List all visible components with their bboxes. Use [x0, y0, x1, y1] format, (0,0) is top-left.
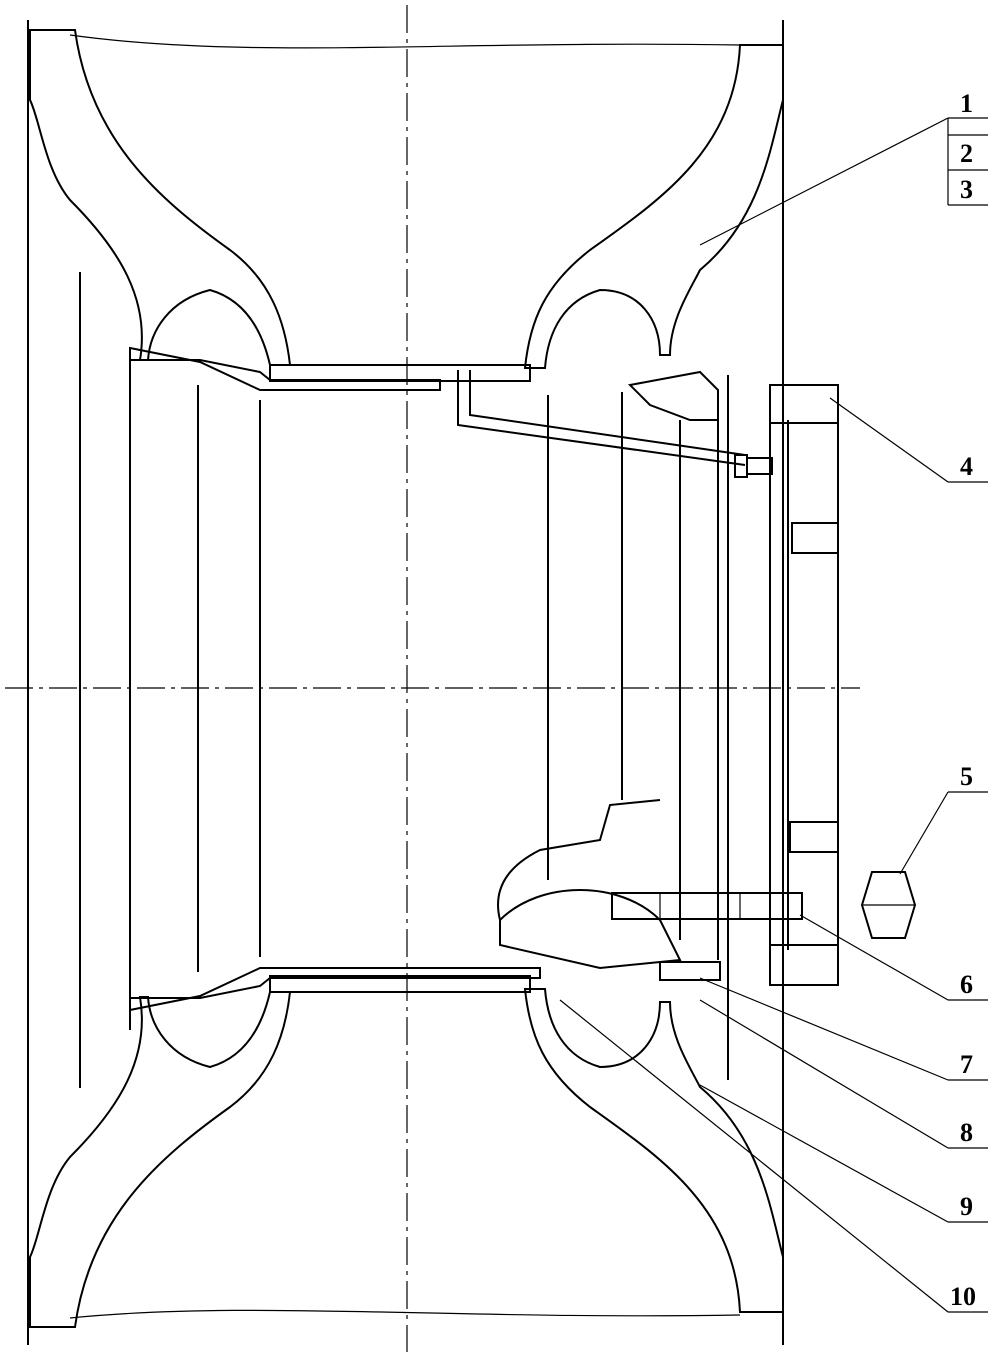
part-label-6: 6 — [960, 970, 973, 999]
part-label-9: 9 — [960, 1192, 973, 1221]
part-label-10: 10 — [950, 1282, 976, 1311]
part-label-5: 5 — [960, 762, 973, 791]
rim-body — [79, 272, 729, 1088]
part-label-1: 1 — [960, 89, 973, 118]
part-label-8: 8 — [960, 1118, 973, 1147]
valve-stem — [457, 370, 773, 478]
part-labels: 1 2 3 4 5 6 7 8 9 10 — [950, 89, 976, 1311]
leader-lines — [559, 117, 988, 1313]
part-label-7: 7 — [960, 1050, 973, 1079]
nut — [860, 871, 917, 939]
tyre-section — [29, 29, 784, 1328]
part-label-3: 3 — [960, 175, 973, 204]
center-lines — [5, 5, 860, 1352]
part-label-4: 4 — [960, 452, 973, 481]
flange — [769, 384, 839, 986]
bolt — [611, 892, 803, 920]
outline-frame — [27, 20, 784, 1345]
part-label-2: 2 — [960, 139, 973, 168]
